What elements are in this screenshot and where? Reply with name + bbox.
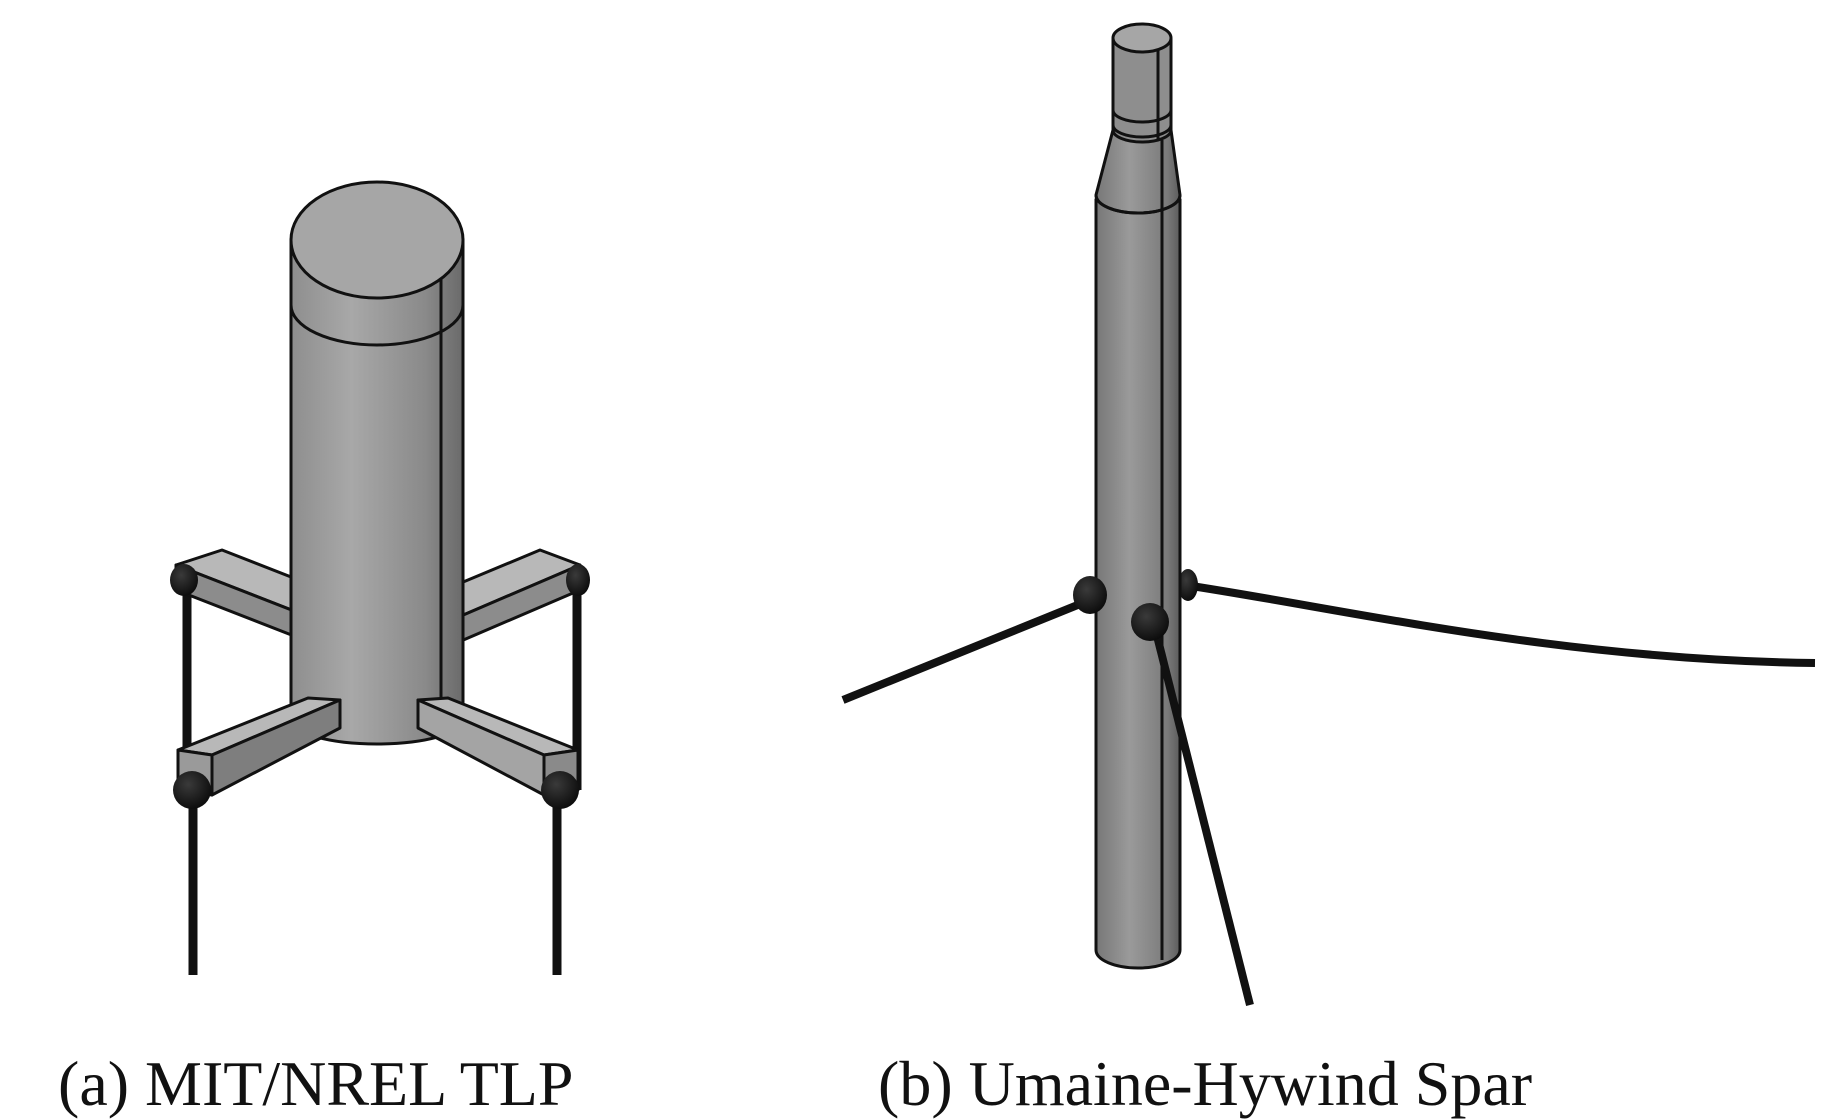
tlp-pontoons-front bbox=[173, 696, 580, 809]
node-back-right bbox=[566, 564, 590, 596]
caption-tlp: (a) MIT/NREL TLP bbox=[58, 1048, 574, 1119]
fairlead-node-left bbox=[1073, 576, 1107, 614]
tlp-model bbox=[170, 180, 590, 975]
tlp-column bbox=[289, 180, 465, 746]
mooring-line-front bbox=[1151, 627, 1254, 1006]
mooring-line-left bbox=[841, 596, 1092, 704]
node-back-left bbox=[170, 564, 198, 596]
caption-spar: (b) Umaine-Hywind Spar bbox=[878, 1048, 1533, 1119]
spar-top bbox=[1111, 22, 1173, 54]
spar-model bbox=[841, 22, 1816, 1006]
fairlead-node-back bbox=[1178, 569, 1198, 601]
node-front-left bbox=[173, 771, 211, 809]
fairlead-node-front bbox=[1131, 603, 1169, 641]
mooring-line-right bbox=[1184, 581, 1816, 667]
spar-hull bbox=[1094, 22, 1182, 970]
tlp-column-top bbox=[289, 180, 465, 300]
node-front-right bbox=[541, 771, 579, 809]
